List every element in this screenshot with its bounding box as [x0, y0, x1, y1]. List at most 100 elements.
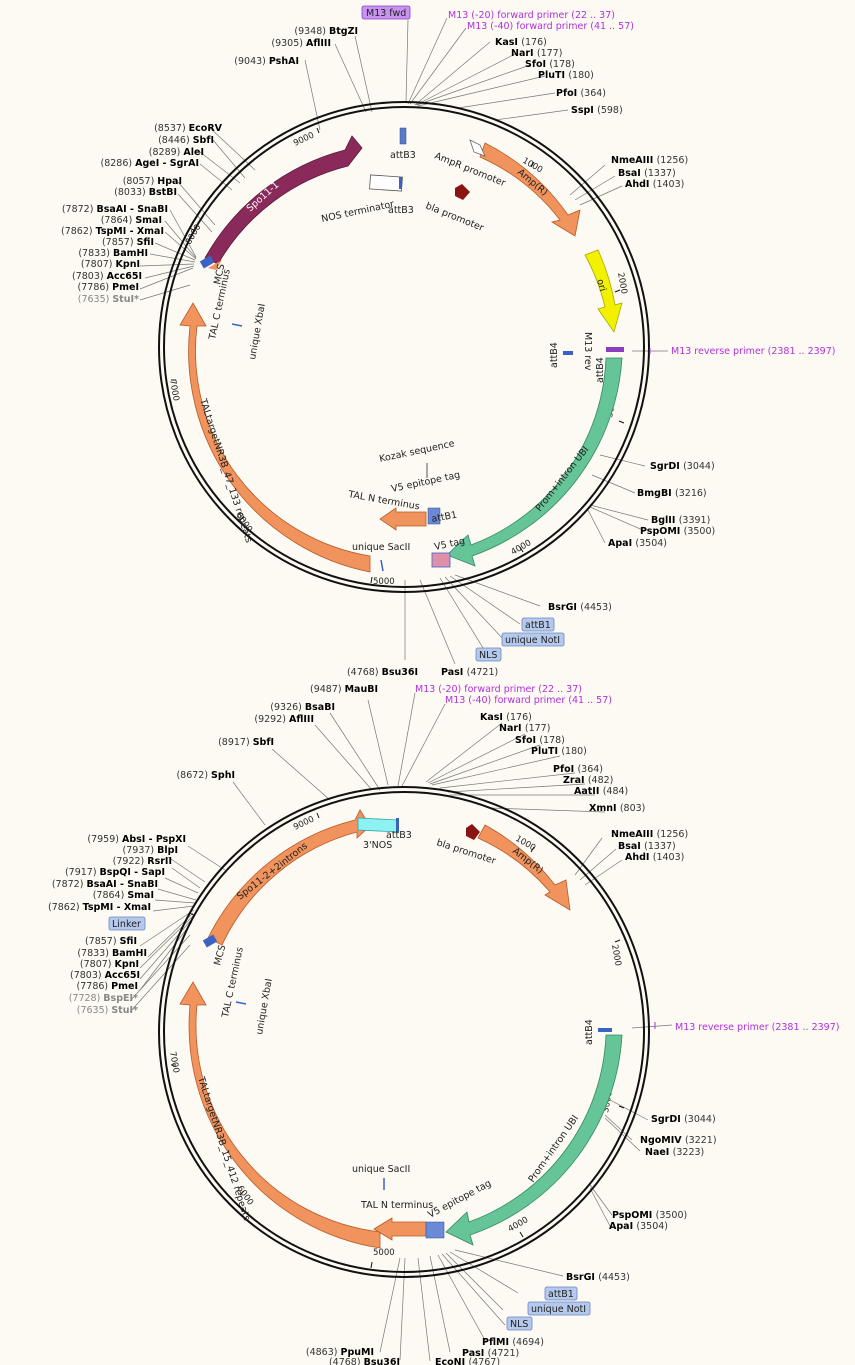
map1-sacii-label: unique SacII	[352, 542, 410, 553]
site-name: StuI*	[111, 1005, 138, 1016]
restriction-site-label: NarI (177)	[511, 48, 562, 59]
map1-mcs-block	[199, 255, 215, 269]
svg-text:attB1: attB1	[525, 620, 551, 631]
map2-primer-m13-40: M13 (-40) forward primer (41 .. 57)	[445, 695, 612, 706]
site-position: (7864)	[93, 890, 128, 901]
site-name: BsaAI - SnaBI	[86, 879, 158, 890]
restriction-site-label: NmeAIII (1256)	[611, 829, 688, 840]
map1-attb3a-label: attB3	[390, 150, 416, 161]
map2-mcs-block	[202, 934, 218, 948]
restriction-site-label: (7833) BamHI	[78, 248, 148, 259]
svg-text:unique NotI: unique NotI	[531, 1304, 586, 1315]
restriction-site-label: (9487) MauBI	[310, 684, 378, 695]
site-name: BstBI	[149, 187, 177, 198]
site-position: (7807)	[80, 959, 115, 970]
map1-kozak-label: Kozak sequence	[378, 438, 455, 465]
map1-badge-nls: NLS	[475, 647, 502, 662]
site-name: XmnI	[589, 803, 620, 814]
site-name: MauBI	[345, 684, 378, 695]
site-position: (4767)	[468, 1357, 500, 1365]
map1-attb1-label: attB1	[431, 510, 458, 525]
site-name: BamHI	[112, 948, 147, 959]
site-position: (3044)	[683, 461, 715, 472]
site-position: (8057)	[123, 176, 158, 187]
restriction-site-label: (8537) EcoRV	[154, 123, 223, 134]
map1-bla-label: bla promoter	[424, 201, 485, 234]
restriction-site-label: KasI (176)	[480, 712, 532, 723]
restriction-site-label: (7917) BspQI - SapI	[65, 867, 165, 878]
svg-text:attB1: attB1	[548, 1289, 574, 1300]
site-position: (7922)	[113, 856, 148, 867]
map2-tal-repeats-arc	[179, 981, 381, 1249]
map2-tick-5000: 5000	[373, 1248, 395, 1258]
map1-ticks	[171, 127, 625, 584]
map2-attb4-label: attB4	[584, 1019, 595, 1045]
restriction-site-label: PfoI (364)	[553, 764, 603, 775]
site-name: SfiI	[137, 237, 154, 248]
restriction-site-label: KasI (176)	[495, 37, 547, 48]
site-name: AhdI	[625, 852, 653, 863]
site-name: AgeI - SgrAI	[135, 158, 199, 169]
map1-tal-n-label: TAL N terminus	[346, 489, 420, 513]
restriction-site-label: NmeAIII (1256)	[611, 155, 688, 166]
site-position: (4721)	[488, 1348, 520, 1359]
restriction-site-label: (7864) SmaI	[93, 890, 154, 901]
site-name: BsrGI	[548, 602, 580, 613]
site-position: (180)	[568, 70, 594, 81]
site-name: StuI*	[112, 294, 139, 305]
site-position: (7917)	[65, 867, 100, 878]
svg-text:NLS: NLS	[510, 1319, 528, 1330]
site-position: (4453)	[580, 602, 612, 613]
site-position: (4694)	[512, 1337, 544, 1348]
site-name: PmeI	[112, 282, 139, 293]
restriction-site-label: AhdI (1403)	[625, 179, 684, 190]
map2-xbai-label: unique XbaI	[254, 978, 275, 1036]
site-position: (482)	[588, 775, 614, 786]
site-position: (3221)	[685, 1135, 717, 1146]
restriction-site-label: BsrGI (4453)	[548, 602, 612, 613]
restriction-site-label: (7786) PmeI	[78, 282, 139, 293]
map2-leader-lines	[129, 692, 673, 1362]
restriction-site-label: (7728) BspEI*	[69, 993, 138, 1004]
map1-sites-left: (8537) EcoRV(8446) SbfI(8289) AleI(8286)…	[61, 123, 223, 305]
site-name: PfoI	[553, 764, 577, 775]
site-name: AflIII	[306, 38, 331, 49]
site-position: (176)	[506, 712, 532, 723]
map1-primer-m13-40: M13 (-40) forward primer (41 .. 57)	[467, 21, 634, 32]
site-position: (7833)	[78, 248, 113, 259]
site-name: SspI	[571, 105, 597, 116]
map1-nos-label: NOS terminator	[320, 199, 395, 225]
map2-bla-promoter-arrow	[466, 824, 480, 840]
site-position: (178)	[549, 59, 575, 70]
map1-tal-c-arc	[208, 260, 222, 270]
site-position: (8917)	[218, 737, 253, 748]
map2-attb4-mark	[598, 1028, 612, 1032]
restriction-site-label: (7807) KpnI	[81, 259, 140, 270]
map1-spo11-arc	[204, 135, 363, 265]
site-position: (4453)	[598, 1272, 630, 1283]
site-position: (7959)	[87, 834, 122, 845]
site-position: (8286)	[100, 158, 135, 169]
map1-attb4b-label: attB4	[595, 357, 606, 383]
site-position: (1337)	[644, 168, 676, 179]
map1-tal-repeats-label: TALtargetNR3B_47_133 repeats	[197, 397, 254, 545]
restriction-site-label: SgrDI (3044)	[651, 1114, 716, 1125]
site-name: BspQI - SapI	[100, 867, 165, 878]
map1-tick-2000: 2000	[615, 272, 629, 295]
site-position: (4721)	[467, 667, 499, 678]
restriction-site-label: (8286) AgeI - SgrAI	[100, 158, 199, 169]
site-name: NmeAIII	[611, 829, 657, 840]
site-name: BtgZI	[329, 26, 358, 37]
site-position: (3223)	[673, 1147, 705, 1158]
site-name: PluTI	[538, 70, 568, 81]
map2-backbone-outer	[158, 786, 650, 1278]
map1-v5tag-marks	[431, 552, 451, 568]
restriction-site-label: (7872) BsaAI - SnaBI	[52, 879, 158, 890]
site-name: SfoI	[525, 59, 549, 70]
site-position: (8672)	[176, 770, 211, 781]
map2-sites-left: (7959) AbsI - PspXI(7937) BlpI(7922) Rsr…	[48, 834, 186, 1016]
site-name: KpnI	[115, 959, 139, 970]
restriction-site-label: (7786) PmeI	[77, 981, 138, 992]
site-name: EcoRV	[189, 123, 223, 134]
map1-backbone-inner	[163, 106, 645, 588]
